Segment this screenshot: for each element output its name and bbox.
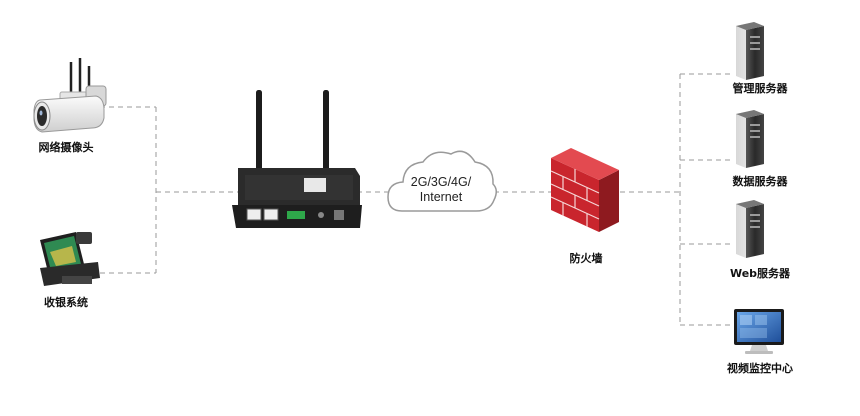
server-icon-2 [736, 110, 764, 168]
server-label-2: 数据服务器 [732, 175, 788, 188]
server-label-3: Web服务器 [729, 267, 791, 280]
connectors [100, 73, 732, 326]
firewall-icon [550, 148, 619, 232]
cloud-label-line1: 2G/3G/4G/ [410, 175, 472, 189]
router-icon [232, 90, 362, 228]
firewall-label: 防火墙 [569, 252, 603, 265]
cloud-label: 2G/3G/4G/ Internet [396, 175, 486, 205]
server-label-1: 管理服务器 [732, 82, 788, 95]
cloud-icon [387, 150, 497, 212]
camera-icon [33, 58, 107, 133]
monitor-icon [734, 309, 784, 354]
pos-terminal-icon [40, 232, 100, 286]
pos-label: 收银系统 [44, 296, 88, 309]
server-icon-3 [736, 200, 764, 258]
server-icon-1 [736, 22, 764, 80]
camera-label: 网络摄像头 [38, 141, 94, 154]
cloud-label-line2: Internet [419, 190, 463, 204]
monitor-label: 视频监控中心 [727, 362, 793, 375]
